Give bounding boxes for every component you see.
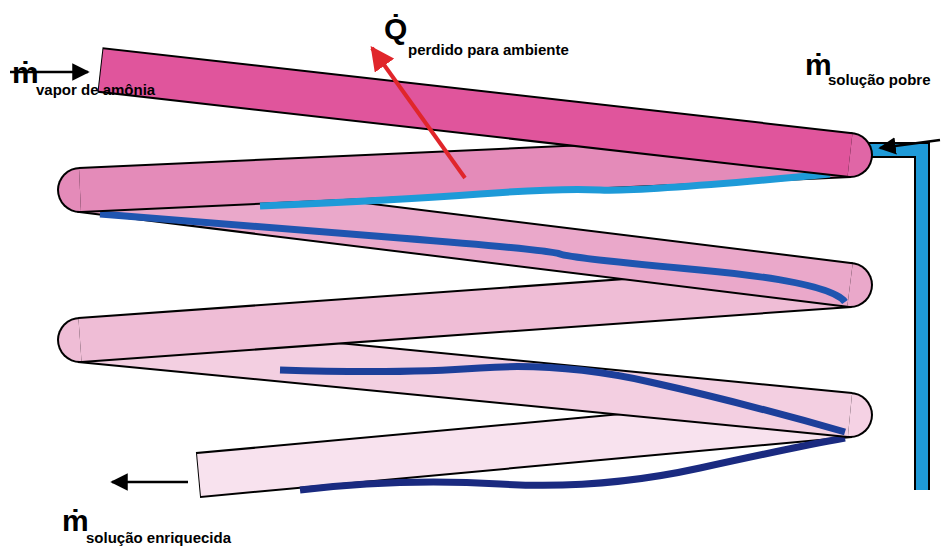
lean-solution-pipe [855, 150, 922, 490]
heat-description: perdido para ambiente [408, 42, 569, 57]
mass-flow-symbol: ṁ [12, 58, 39, 88]
heat-flow-symbol: Q̇ [384, 14, 407, 44]
outlet-arrow [112, 481, 188, 484]
stream-name: solução pobre [828, 72, 931, 87]
inlet-arrow [880, 140, 940, 148]
mass-flow-symbol: ṁ [62, 506, 89, 536]
coil-tube [57, 70, 873, 490]
stream-name: solução enriquecida [86, 530, 231, 545]
heat-loss-arrow [372, 48, 465, 178]
mass-flow-symbol: ṁ [805, 50, 832, 80]
stream-name: vapor de amônia [36, 82, 155, 97]
